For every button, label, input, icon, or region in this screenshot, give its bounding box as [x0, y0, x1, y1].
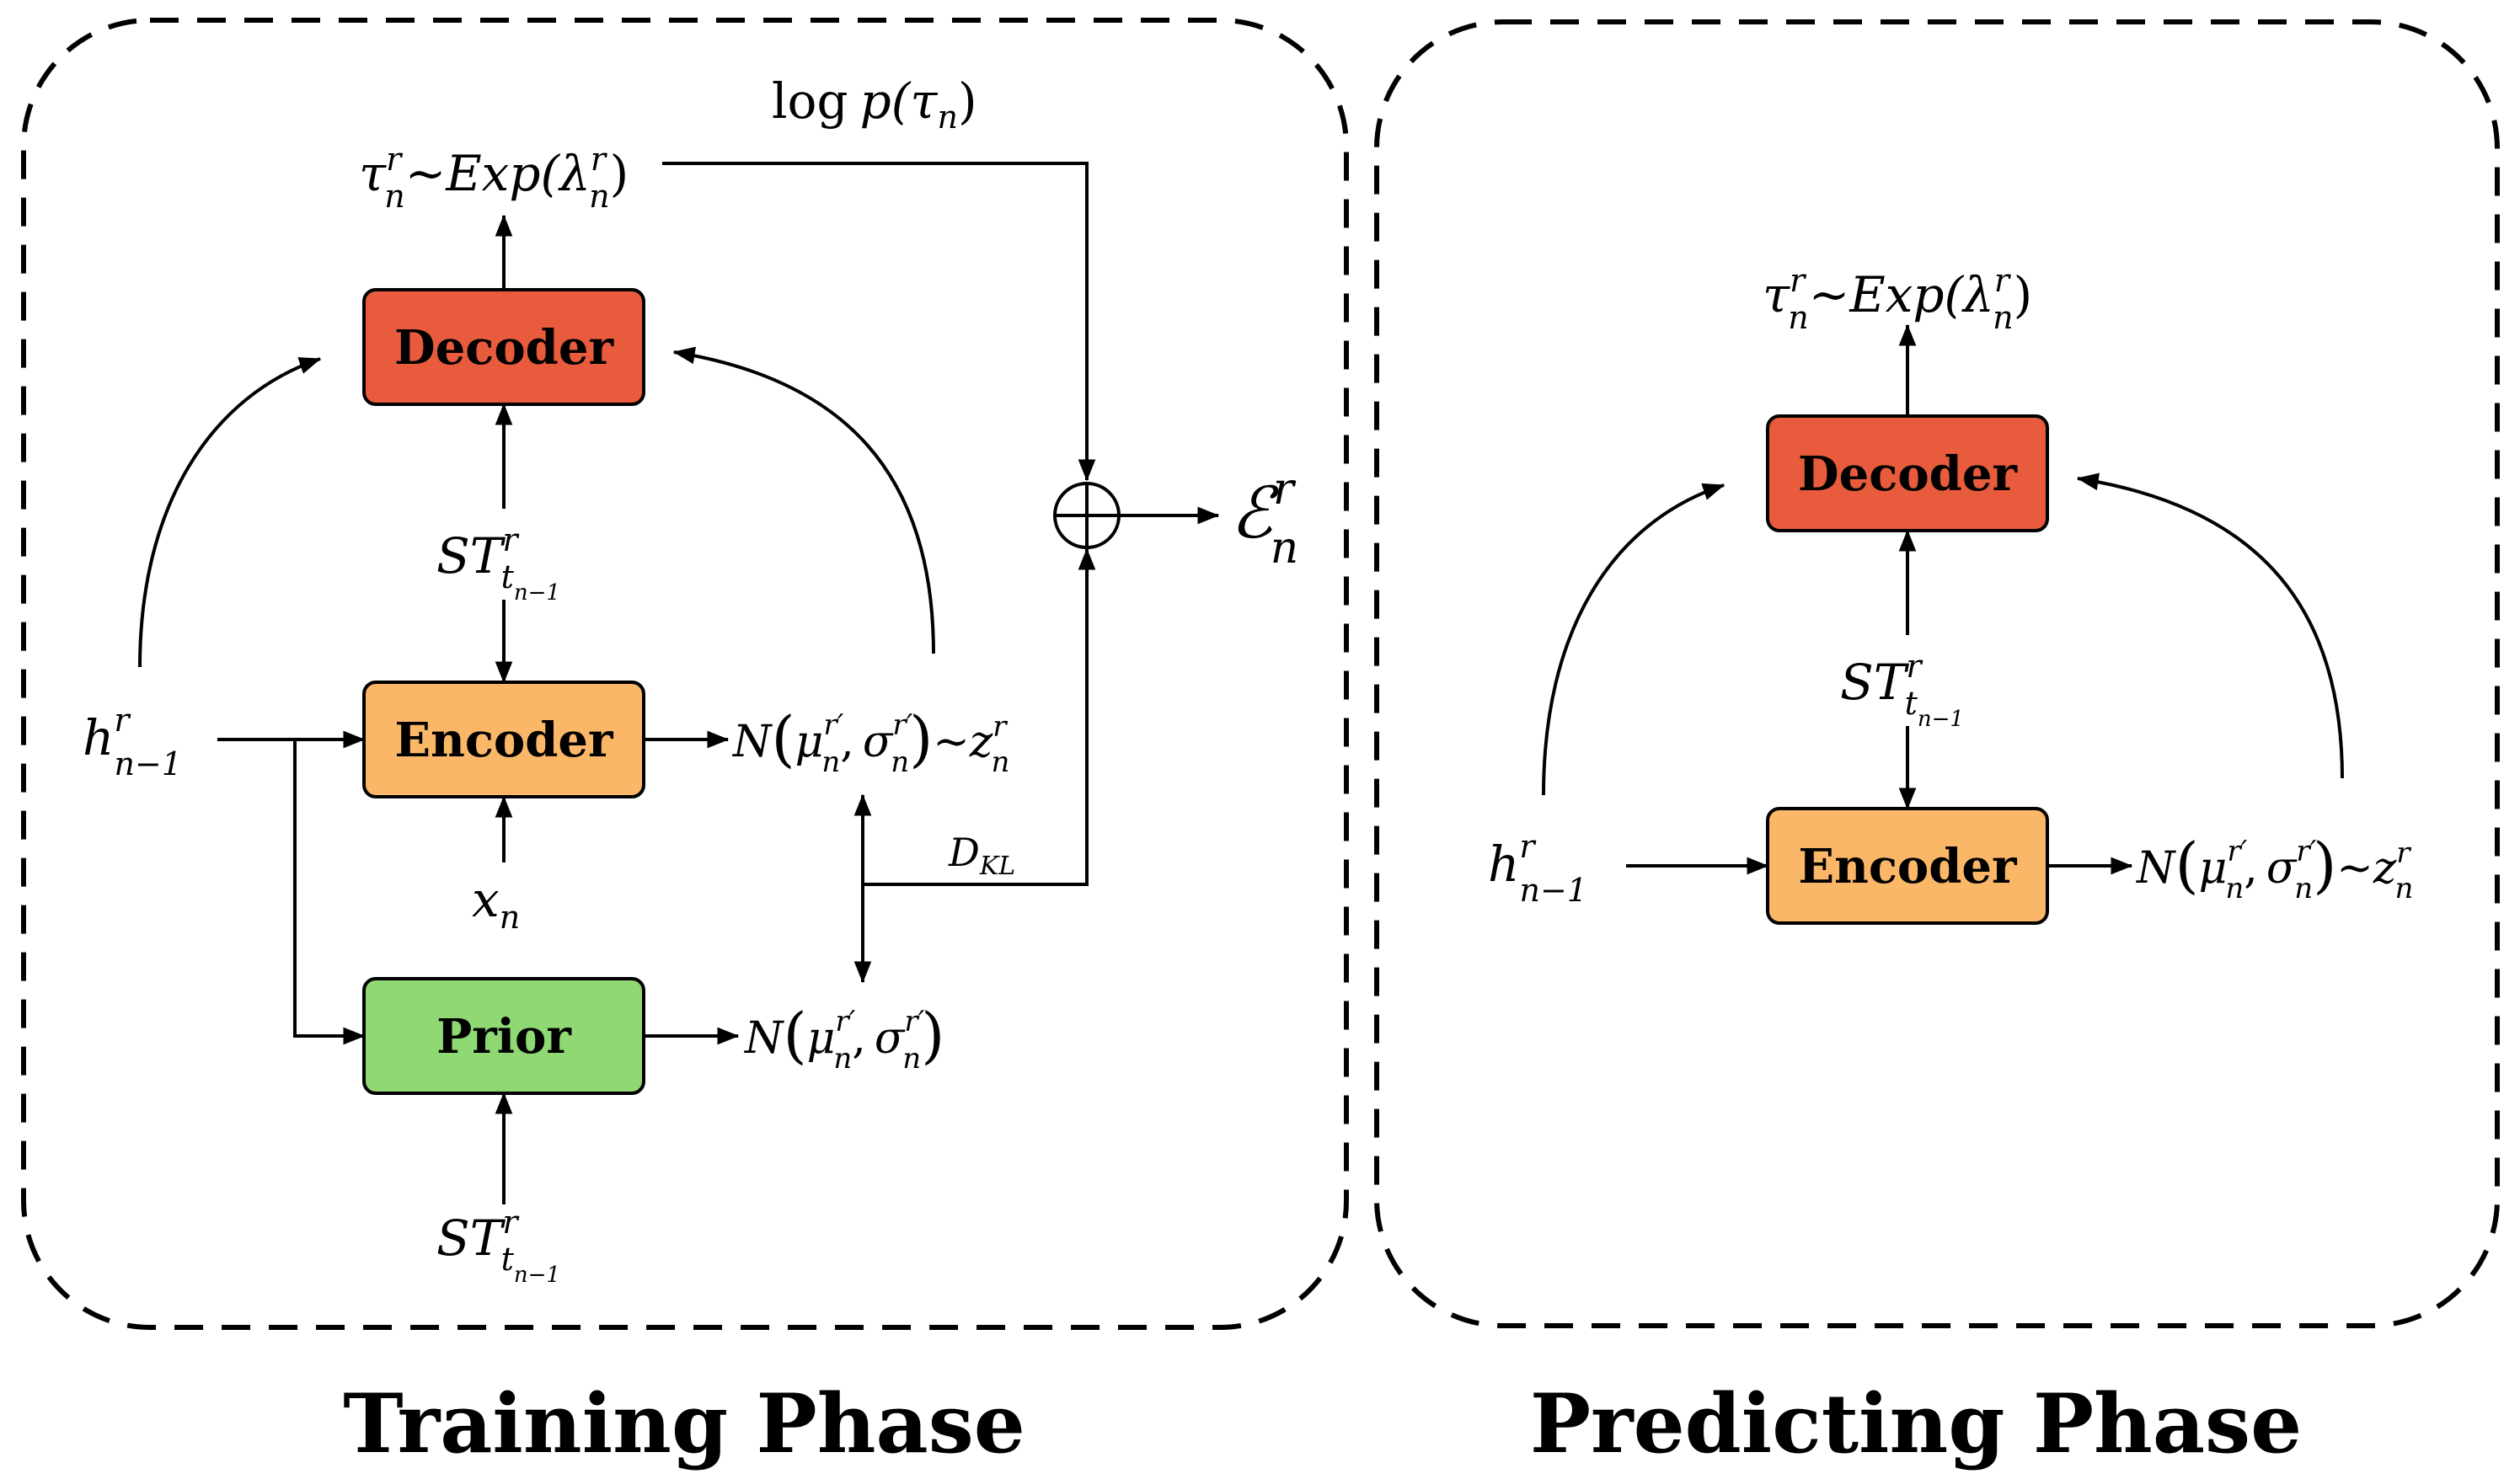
pred-curve-z-to-decoder — [2076, 473, 2344, 779]
curve-z-to-decoder — [672, 346, 935, 654]
predicting-decoder-label: Decoder — [1798, 446, 2018, 502]
pred-curve-h-to-decoder — [1542, 483, 1725, 796]
label-prior-dist: N(μr′n,σr′n) — [743, 1000, 944, 1076]
label-x-input: xn — [472, 871, 520, 936]
sum-operator — [1053, 482, 1121, 549]
curve-h-to-decoder — [138, 357, 322, 668]
training-panel-border — [21, 18, 1349, 1330]
predicting-phase-title: Predicting Phase — [1530, 1376, 2302, 1471]
predicting-encoder-label: Encoder — [1798, 839, 2018, 894]
training-prior-label: Prior — [436, 1009, 572, 1065]
training-phase-title: Training Phase — [343, 1376, 1025, 1471]
training-decoder-label: Decoder — [394, 320, 614, 376]
training-encoder-label: Encoder — [394, 713, 614, 768]
arrow-logp-to-sum — [662, 162, 1096, 482]
arrow-h-to-prior — [293, 740, 366, 1045]
arrow-kl-to-sum — [863, 547, 1096, 886]
predicting-panel-border — [1374, 19, 2500, 1328]
label-dkl: DKL — [948, 830, 1015, 881]
